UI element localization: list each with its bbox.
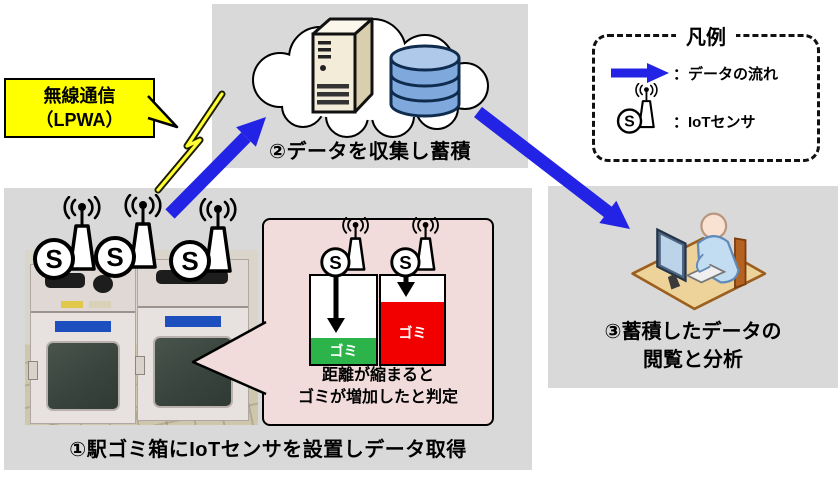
analysis-line2: 閲覧と分析	[643, 349, 743, 371]
sensor-letter: S	[45, 244, 62, 274]
bin-window	[46, 341, 120, 411]
iot-sensor-icon: S	[166, 197, 242, 294]
cloud-box-label: ②データを収集し蓄積	[269, 141, 471, 163]
callout-line2: ゴミが増加したと判定	[297, 389, 458, 407]
bin-window	[153, 336, 233, 408]
sensor-letter: S	[106, 242, 123, 272]
legend-box: 凡例 ：データの流れ S ：IoTセンサ	[592, 21, 820, 162]
iot-sensor-icon: S	[615, 82, 661, 141]
bin-latch	[28, 361, 38, 380]
sensor-letter: S	[181, 246, 198, 276]
analysis-line1: ③蓄積したデータの	[604, 321, 782, 343]
cloud-collect-box: ②データを収集し蓄積	[212, 4, 528, 168]
bubble-line2: （LPWA）	[35, 110, 124, 130]
database-icon	[389, 44, 461, 118]
legend-flow-label: ：データの流れ	[673, 66, 779, 83]
sensor-letter: S	[624, 114, 634, 131]
server-tower-icon	[311, 17, 374, 114]
iot-sensor-icon: S	[318, 216, 373, 286]
analysis-label: ③蓄積したデータの 閲覧と分析	[548, 318, 838, 374]
distance-callout: ゴミ ゴミ 距離が縮まると ゴミが増加したと判定	[262, 218, 494, 426]
callout-text: 距離が縮まると ゴミが増加したと判定	[264, 365, 492, 410]
iot-sensor-icon: S	[91, 193, 167, 290]
mini-bin-low: ゴミ	[309, 274, 378, 366]
sensor-letter: S	[329, 252, 341, 273]
iot-sensor-icon: S	[30, 195, 106, 292]
person-at-computer-icon	[622, 192, 772, 312]
legend-sensor-label: ：IoTセンサ	[673, 114, 756, 131]
trash-level-low: ゴミ	[311, 338, 376, 364]
wireless-lpwa-bubble: 無線通信 （LPWA）	[4, 78, 155, 138]
callout-line1: 距離が縮まると	[321, 367, 434, 384]
legend-title: 凡例	[676, 21, 736, 50]
bubble-line1: 無線通信	[43, 85, 116, 106]
cloud-server-database-icon	[225, 8, 505, 140]
analysis-box: ③蓄積したデータの 閲覧と分析	[548, 186, 838, 388]
station-caption: ①駅ゴミ箱にIoTセンサを設置しデータ取得	[69, 439, 467, 461]
trash-level-high: ゴミ	[381, 302, 444, 364]
bin-label-plate	[165, 316, 221, 327]
trash-bin-left	[28, 264, 136, 424]
data-flow-arrow-icon	[609, 61, 671, 85]
bin-latch	[135, 356, 145, 375]
mini-bin-high: ゴミ	[379, 274, 446, 366]
bin-label-plate	[55, 321, 111, 332]
iot-sensor-icon: S	[388, 216, 443, 286]
sensor-letter: S	[399, 252, 411, 273]
